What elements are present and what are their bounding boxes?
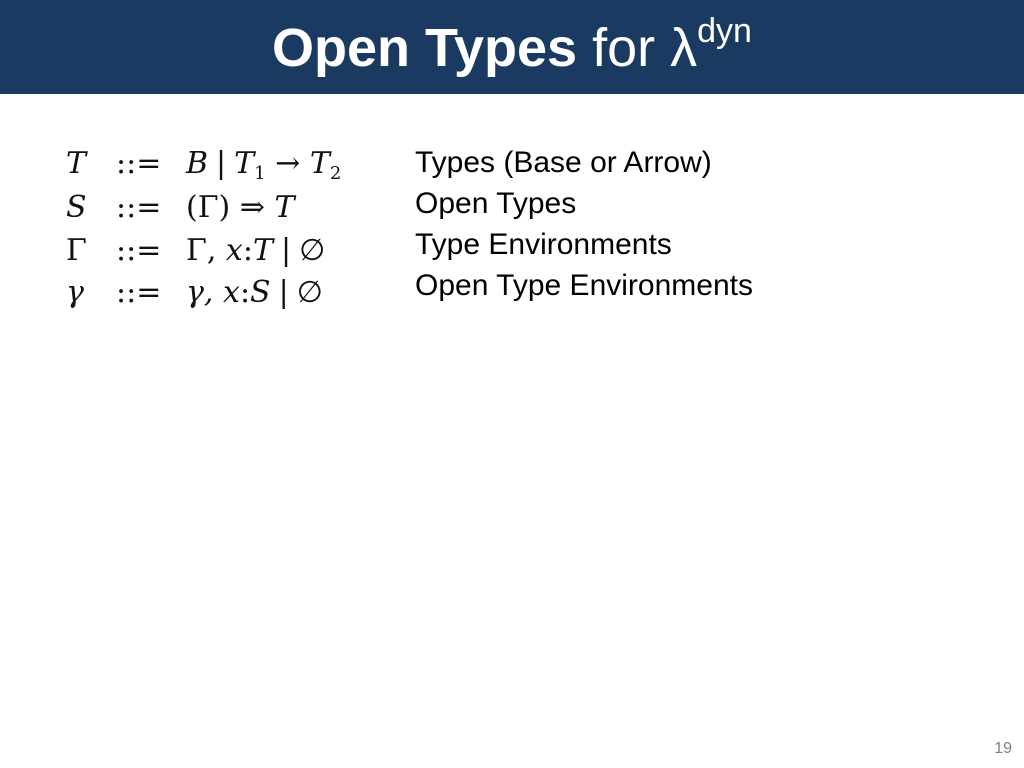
rhs-base: B — [186, 146, 209, 181]
grammar-lhs: S — [66, 190, 87, 225]
rhs-env: Γ, — [186, 233, 217, 268]
grammar-descriptions: Types (Base or Arrow) Open Types Type En… — [415, 142, 753, 306]
grammar-lhs: Γ — [66, 233, 87, 268]
title-bold: Open Types — [272, 18, 578, 78]
title-normal: for λ — [592, 18, 698, 78]
grammar-rhs: (Γ) ⇒ T — [186, 186, 294, 230]
grammar-op: ::= — [116, 275, 162, 310]
rhs-empty: ∅ — [296, 275, 323, 310]
rhs-env: γ, — [186, 275, 214, 310]
rhs-bar: | — [278, 275, 289, 310]
description-open-types: Open Types — [415, 187, 577, 220]
rhs-var: x — [225, 233, 243, 268]
rhs-t1: T — [234, 146, 255, 181]
description-type-environments: Type Environments — [415, 228, 672, 261]
rhs-t1-sub: 1 — [254, 163, 266, 184]
rhs-type: S — [250, 275, 271, 310]
rhs-arrow: → — [275, 146, 301, 181]
page-number: 19 — [994, 740, 1012, 757]
grammar-lhs: T — [66, 146, 87, 181]
description-types: Types (Base or Arrow) — [415, 146, 712, 179]
rhs-colon: : — [242, 233, 253, 268]
grammar-lhs: γ — [66, 275, 84, 310]
grammar-op: ::= — [116, 233, 162, 268]
rhs-type: T — [252, 233, 273, 268]
slide-title: Open Types for λdyn — [0, 10, 1024, 86]
rhs-var: x — [223, 275, 240, 310]
rhs-type: T — [274, 190, 295, 225]
description-open-type-environments: Open Type Environments — [415, 269, 753, 302]
rhs-t2-sub: 2 — [329, 163, 342, 184]
rhs-colon: : — [239, 275, 251, 310]
rhs-bar: | — [216, 146, 227, 181]
grammar-rhs: B|T1 → T2 — [186, 142, 341, 186]
rhs-bar: | — [280, 233, 292, 268]
rhs-t2: T — [309, 146, 330, 181]
grammar-op: ::= — [116, 190, 162, 225]
rhs-empty: ∅ — [299, 233, 326, 268]
rhs-double-arrow: ⇒ — [239, 190, 265, 225]
rhs-open-env: (Γ) — [186, 190, 231, 225]
title-superscript: dyn — [697, 12, 752, 50]
grammar-rhs: γ, x:S|∅ — [186, 272, 323, 314]
grammar-rhs: Γ, x:T|∅ — [186, 230, 325, 272]
title-bar: Open Types for λdyn — [0, 0, 1024, 94]
grammar-op: ::= — [116, 146, 162, 181]
